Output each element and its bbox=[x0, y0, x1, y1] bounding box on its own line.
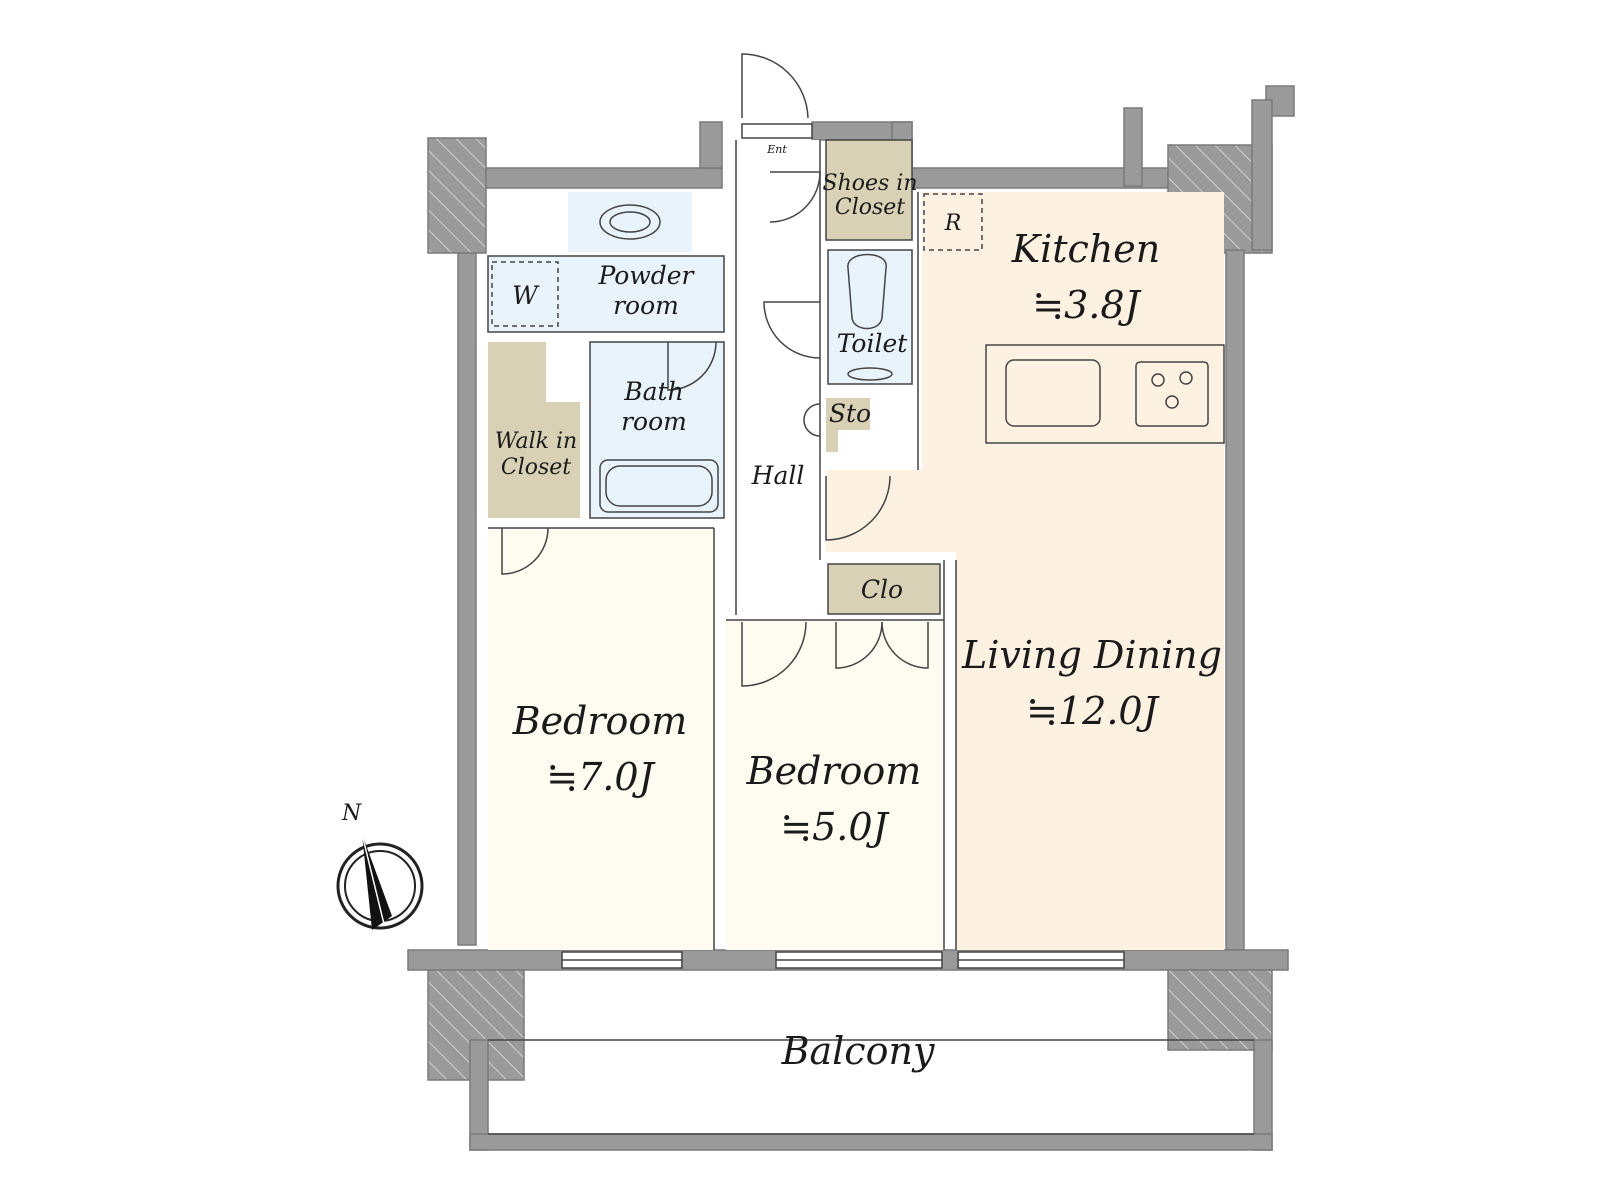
sink-area bbox=[568, 192, 692, 252]
compass-north-label: N bbox=[341, 801, 362, 826]
bedroom-2-area bbox=[726, 620, 944, 950]
kitchen-area: ≒3.8J bbox=[1032, 283, 1141, 327]
balcony-bottom-rail bbox=[469, 1133, 1273, 1151]
toilet-sink bbox=[847, 367, 893, 381]
walk-in-closet-area bbox=[488, 342, 580, 518]
bedroom-2-area: ≒5.0J bbox=[780, 805, 889, 849]
bottom-right-block bbox=[1167, 969, 1273, 1051]
washer-label: W bbox=[512, 281, 540, 310]
kitchen-name: Kitchen bbox=[1011, 227, 1161, 271]
living-name: Living Dining bbox=[961, 633, 1222, 677]
storage-area bbox=[826, 398, 870, 452]
toilet-name: Toilet bbox=[837, 329, 909, 358]
top-right-post bbox=[1123, 107, 1143, 187]
bath-room-line1: Bath bbox=[623, 377, 683, 406]
walkin-door bbox=[501, 527, 549, 575]
washer-spot bbox=[491, 261, 559, 327]
toilet-area bbox=[828, 250, 912, 384]
storage-door bbox=[803, 403, 821, 437]
top-left-wall-block bbox=[427, 137, 487, 254]
entrance-name: Ent bbox=[766, 143, 787, 156]
shoes-closet-area bbox=[826, 140, 912, 240]
hall-area bbox=[736, 140, 820, 615]
washbasin bbox=[599, 204, 661, 240]
bedroom-1-name: Bedroom bbox=[512, 699, 688, 743]
bedroom-1-area bbox=[488, 528, 714, 950]
fridge-label: R bbox=[944, 211, 962, 236]
bath-room-area bbox=[590, 342, 724, 518]
entrance-door bbox=[741, 53, 809, 119]
storage-name: Sto bbox=[829, 399, 871, 428]
walk-in-closet-line2: Closet bbox=[501, 455, 571, 480]
bedroom-2-name: Bedroom bbox=[746, 749, 922, 793]
bedroom2-door bbox=[741, 621, 807, 687]
compass-needle-icon bbox=[362, 834, 392, 930]
closet-name: Clo bbox=[861, 575, 903, 604]
room-fills bbox=[488, 140, 1224, 950]
shoes-closet-line2: Closet bbox=[835, 195, 905, 220]
entrance-wall-left bbox=[699, 121, 723, 169]
kitchen-sink bbox=[1005, 359, 1101, 427]
hall-name: Hall bbox=[751, 461, 805, 490]
walk-in-closet-line1: Walk in bbox=[495, 429, 577, 454]
doors bbox=[501, 53, 929, 687]
shoes-closet-line1: Shoes in bbox=[823, 171, 918, 196]
right-wall bbox=[1225, 249, 1245, 951]
powder-door bbox=[763, 301, 821, 359]
partitions bbox=[487, 139, 1254, 1135]
fridge-spot bbox=[923, 193, 983, 251]
compass: N bbox=[336, 801, 424, 930]
compass-ring bbox=[336, 842, 424, 930]
toilet-bowl bbox=[847, 253, 887, 330]
bath-door bbox=[667, 341, 717, 391]
bathtub bbox=[599, 459, 719, 513]
closet-area bbox=[828, 564, 940, 614]
left-wall bbox=[457, 154, 477, 946]
stove bbox=[1135, 361, 1209, 427]
room-labels: Kitchen ≒3.8J Living Dining ≒12.0J Bedro… bbox=[495, 143, 1222, 1073]
windows bbox=[561, 951, 1125, 969]
shoes-door bbox=[769, 171, 821, 223]
fixtures bbox=[491, 193, 1209, 513]
living-area: ≒12.0J bbox=[1026, 689, 1159, 733]
living-door bbox=[825, 475, 891, 541]
powder-room-area bbox=[488, 256, 724, 332]
closet-door-right bbox=[881, 621, 929, 669]
powder-room-line2: room bbox=[613, 291, 679, 320]
closet-door-left bbox=[835, 621, 883, 669]
top-left-wall bbox=[485, 167, 723, 189]
kitchen-living-area bbox=[826, 192, 1224, 950]
balcony-name: Balcony bbox=[781, 1029, 935, 1073]
top-right-column bbox=[1251, 99, 1273, 251]
powder-room-line1: Powder bbox=[597, 261, 695, 290]
bath-room-line2: room bbox=[621, 407, 687, 436]
bedroom-1-area: ≒7.0J bbox=[546, 755, 655, 799]
